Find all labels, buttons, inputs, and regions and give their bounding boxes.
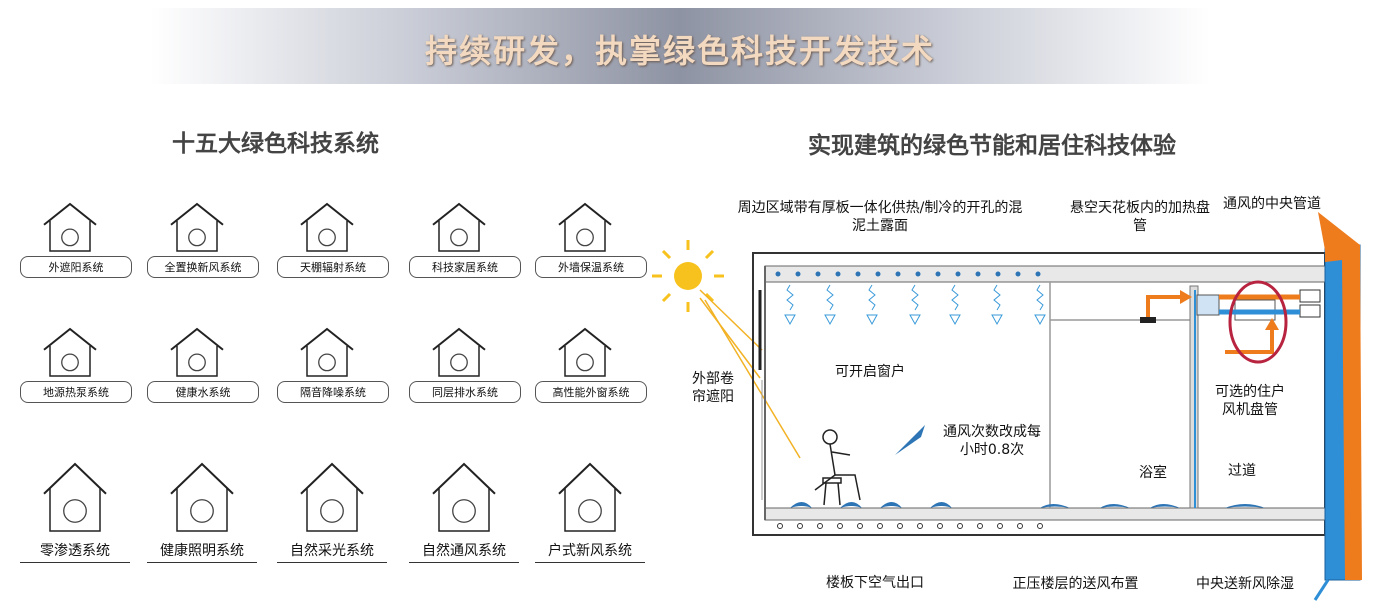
system-item: 健康照明系统 — [147, 460, 257, 563]
system-item: 天棚辐射系统 — [277, 200, 389, 300]
system-label: 全置换新风系统 — [147, 256, 259, 278]
system-label: 隔音降噪系统 — [277, 381, 389, 403]
system-label: 健康水系统 — [147, 381, 259, 403]
note-window: 可开启窗户 — [835, 364, 905, 380]
left-heading: 十五大绿色科技系统 — [172, 131, 379, 157]
system-item: 科技家居系统 — [409, 200, 521, 300]
drainage-icon — [432, 327, 486, 377]
floor-pipes — [777, 523, 1043, 529]
lighting-icon — [170, 462, 234, 532]
system-label: 同层排水系统 — [409, 381, 521, 403]
system-item: 高性能外窗系统 — [535, 325, 647, 425]
note-air-change: 通风次数改成每小时0.8次 — [943, 424, 1041, 458]
ground-heat-pump-icon — [43, 327, 97, 377]
system-label: 外遮阳系统 — [20, 256, 132, 278]
healthy-water-icon — [170, 327, 224, 377]
system-label: 自然采光系统 — [277, 538, 387, 563]
fan-coil-highlight — [1228, 280, 1288, 364]
note-blind: 外部卷帘遮阳 — [692, 371, 734, 405]
radiant-arrows — [784, 284, 1046, 326]
title-banner: 持续研发，执掌绿色科技开发技术 — [150, 8, 1210, 84]
note-corridor: 过道 — [1228, 463, 1256, 479]
home-fresh-air-icon — [558, 462, 622, 532]
ceiling-radiation-icon — [300, 202, 354, 252]
system-label: 高性能外窗系统 — [535, 381, 647, 403]
fresh-air-icon — [170, 202, 224, 252]
wall-insulation-icon — [558, 202, 612, 252]
system-item: 隔音降噪系统 — [277, 325, 389, 425]
system-label: 健康照明系统 — [147, 538, 257, 563]
note-bathroom: 浴室 — [1139, 465, 1167, 481]
daylight-icon — [300, 462, 364, 532]
system-item: 地源热泵系统 — [20, 325, 132, 425]
system-label: 地源热泵系统 — [20, 381, 132, 403]
note-dehumid: 中央送新风除湿 — [1196, 576, 1294, 592]
system-item: 零渗透系统 — [20, 460, 130, 563]
right-heading: 实现建筑的绿色节能和居住科技体验 — [808, 133, 1176, 159]
system-item: 同层排水系统 — [409, 325, 521, 425]
system-item: 全置换新风系统 — [147, 200, 259, 300]
ventilation-icon — [432, 462, 496, 532]
central-duct-orange — [1325, 245, 1362, 580]
sun-icon — [652, 240, 724, 312]
floor-airflow — [790, 425, 1265, 508]
page-title: 持续研发，执掌绿色科技开发技术 — [424, 32, 935, 70]
note-supply-layout: 正压楼层的送风布置 — [1012, 576, 1139, 592]
system-item: 户式新风系统 — [535, 460, 645, 563]
floor-slab — [764, 507, 1326, 521]
person-figure — [814, 429, 861, 506]
zero-leak-icon — [43, 462, 107, 532]
sunshade-icon — [43, 202, 97, 252]
note-fan-coil: 可选的住户风机盘管 — [1215, 384, 1285, 418]
system-label: 科技家居系统 — [409, 256, 521, 278]
smart-home-icon — [432, 202, 486, 252]
system-item: 外遮阳系统 — [20, 200, 132, 300]
system-item: 外墙保温系统 — [535, 200, 647, 300]
note-central-duct: 通风的中央管道 — [1223, 196, 1321, 212]
ceiling-slab — [764, 265, 1326, 283]
note-ceiling-coil: 悬空天花板内的加热盘管 — [1070, 200, 1210, 234]
system-label: 零渗透系统 — [20, 538, 130, 563]
window-icon — [558, 327, 612, 377]
system-item: 健康水系统 — [147, 325, 259, 425]
ceiling-pipes — [775, 271, 1041, 277]
system-label: 天棚辐射系统 — [277, 256, 389, 278]
note-slab: 周边区域带有厚板一体化供热/制冷的开孔的混泥土露面 — [737, 200, 1023, 234]
soundproof-icon — [300, 327, 354, 377]
system-label: 自然通风系统 — [409, 538, 519, 563]
system-item: 自然采光系统 — [277, 460, 387, 563]
system-item: 自然通风系统 — [409, 460, 519, 563]
note-floor-outlet: 楼板下空气出口 — [826, 575, 924, 591]
system-label: 外墙保温系统 — [535, 256, 647, 278]
system-label: 户式新风系统 — [535, 538, 645, 563]
